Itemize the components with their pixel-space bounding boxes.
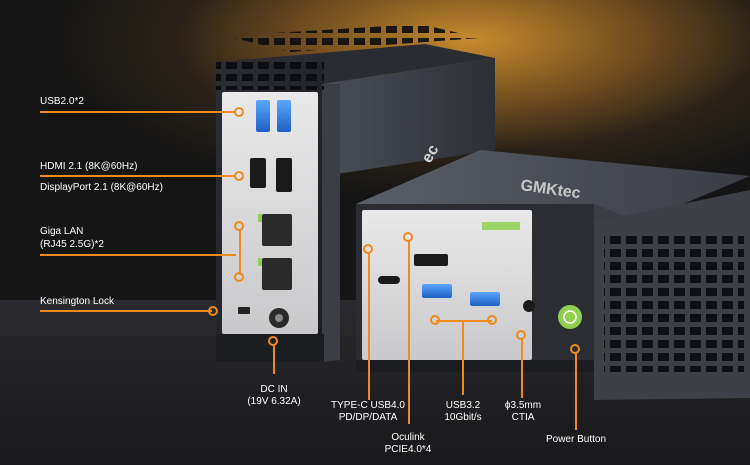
brand-fragment: ec <box>419 142 443 166</box>
usb32-callout-hline <box>436 320 492 322</box>
dcin-title-label: DC IN <box>260 384 288 395</box>
lan-callout-dot-top <box>234 221 244 231</box>
typec-title-label: TYPE-C USB4.0 <box>331 400 405 411</box>
typec-callout-dot <box>363 244 373 254</box>
power-button-label: Power Button <box>545 434 607 445</box>
dcin-callout-dot <box>268 336 278 346</box>
audio-title-label: ϕ3.5mm <box>504 400 542 411</box>
usb32-callout-line <box>462 321 464 395</box>
lan-title-label: Giga LAN <box>40 226 84 237</box>
dcin-spec-label: (19V 6.32A) <box>247 396 301 407</box>
audio-spec-label: CTIA <box>511 412 535 423</box>
typec-spec-label: PD/DP/DATA <box>338 412 398 423</box>
audio-callout-line <box>521 338 523 398</box>
power-callout-dot <box>570 344 580 354</box>
usb2-callout-dot <box>234 107 244 117</box>
lan-spec-label: (RJ45 2.5G)*2 <box>40 239 104 250</box>
hdmi-label: HDMI 2.1 (8K@60Hz) <box>40 161 138 172</box>
oculink-spec-label: PCIE4.0*4 <box>384 444 432 455</box>
horizontal-mini-pc <box>356 150 750 400</box>
hdmi-callout-line <box>40 175 236 177</box>
lan-callout-vline <box>239 229 241 275</box>
usb32-callout-dot-right <box>487 315 497 325</box>
dcin-callout-line <box>273 344 275 374</box>
hdmi-callout-dot <box>234 171 244 181</box>
displayport-label: DisplayPort 2.1 (8K@60Hz) <box>40 182 163 193</box>
oculink-callout-line <box>408 240 410 424</box>
kensington-label: Kensington Lock <box>40 296 114 307</box>
oculink-title-label: Oculink <box>391 432 425 443</box>
usb32-title-label: USB3.2 <box>445 400 481 411</box>
lan-callout-line <box>40 254 236 256</box>
kensington-callout-line <box>40 310 212 312</box>
usb32-spec-label: 10Gbit/s <box>444 412 482 423</box>
oculink-callout-dot <box>403 232 413 242</box>
usb2-callout-line <box>40 111 236 113</box>
usb2-label: USB2.0*2 <box>40 96 84 107</box>
lan-callout-dot-bottom <box>234 272 244 282</box>
vertical-mini-pc <box>216 24 495 362</box>
kensington-callout-dot <box>208 306 218 316</box>
typec-callout-line <box>368 252 370 400</box>
usb32-callout-dot-left <box>430 315 440 325</box>
power-callout-line <box>575 352 577 430</box>
audio-callout-dot <box>516 330 526 340</box>
